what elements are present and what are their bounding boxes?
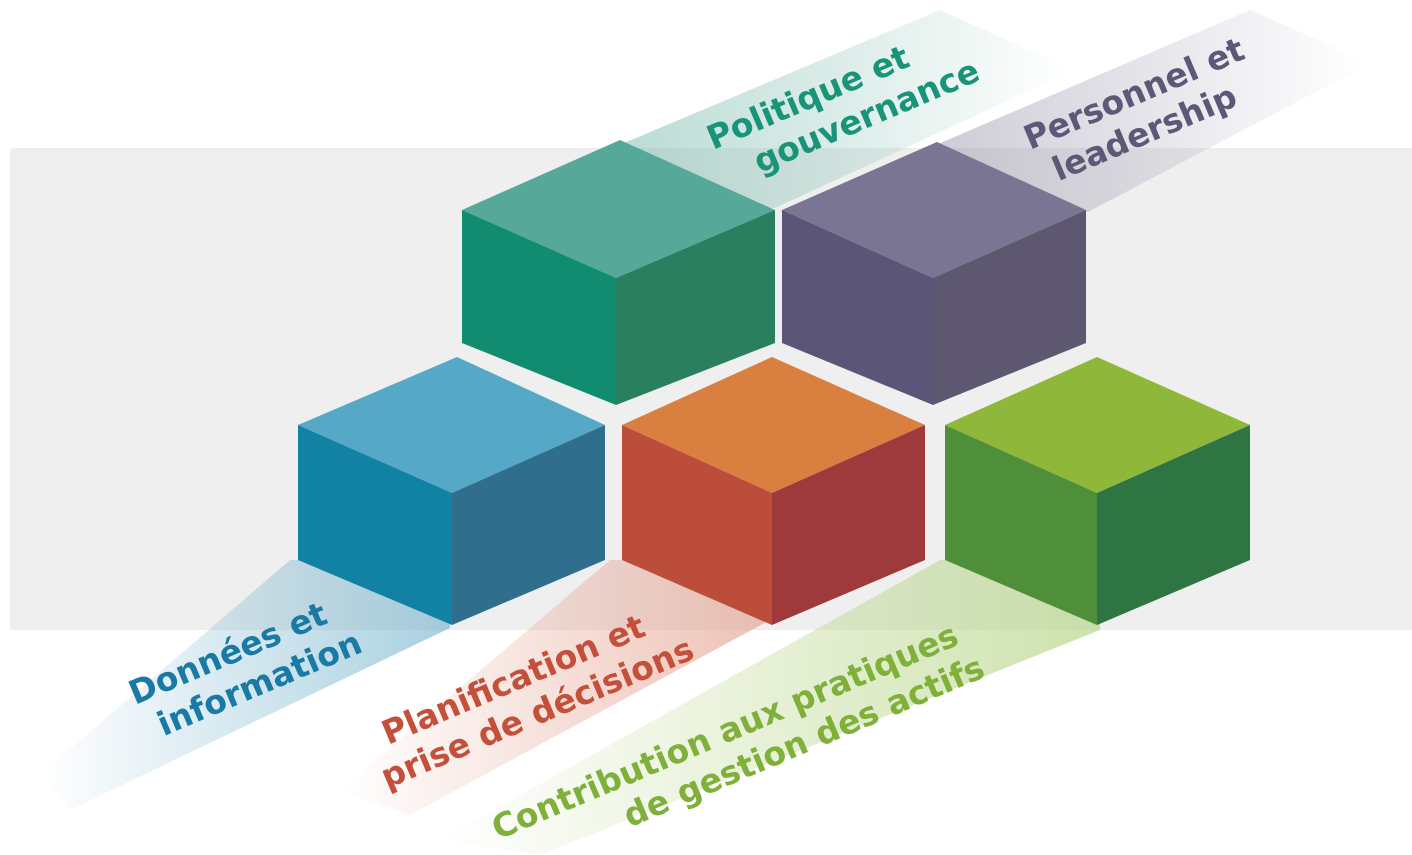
cube-people bbox=[782, 142, 1086, 405]
cube-data-right bbox=[452, 425, 605, 625]
cube-data-left bbox=[298, 425, 452, 625]
cube-data-top bbox=[298, 357, 605, 493]
cube-planning bbox=[622, 357, 925, 625]
cube-policy-right bbox=[616, 210, 775, 405]
cube-policy bbox=[462, 140, 775, 405]
cube-people-left bbox=[782, 210, 933, 405]
cube-policy-top bbox=[462, 140, 775, 278]
cube-contribution-right bbox=[1097, 425, 1250, 625]
cube-contribution-left bbox=[945, 425, 1097, 625]
ribbon-contribution bbox=[440, 560, 1100, 855]
cube-planning-right bbox=[772, 425, 925, 625]
cube-people-right bbox=[933, 210, 1086, 405]
cube-planning-left bbox=[622, 425, 772, 625]
cube-data bbox=[298, 357, 605, 625]
cube-planning-top bbox=[622, 357, 925, 493]
ribbon-data bbox=[40, 560, 450, 810]
cube-people-top bbox=[782, 142, 1086, 278]
cube-contribution bbox=[945, 357, 1250, 625]
cube-policy-left bbox=[462, 210, 616, 405]
cube-contribution-top bbox=[945, 357, 1250, 493]
ribbon-planning bbox=[340, 560, 770, 815]
